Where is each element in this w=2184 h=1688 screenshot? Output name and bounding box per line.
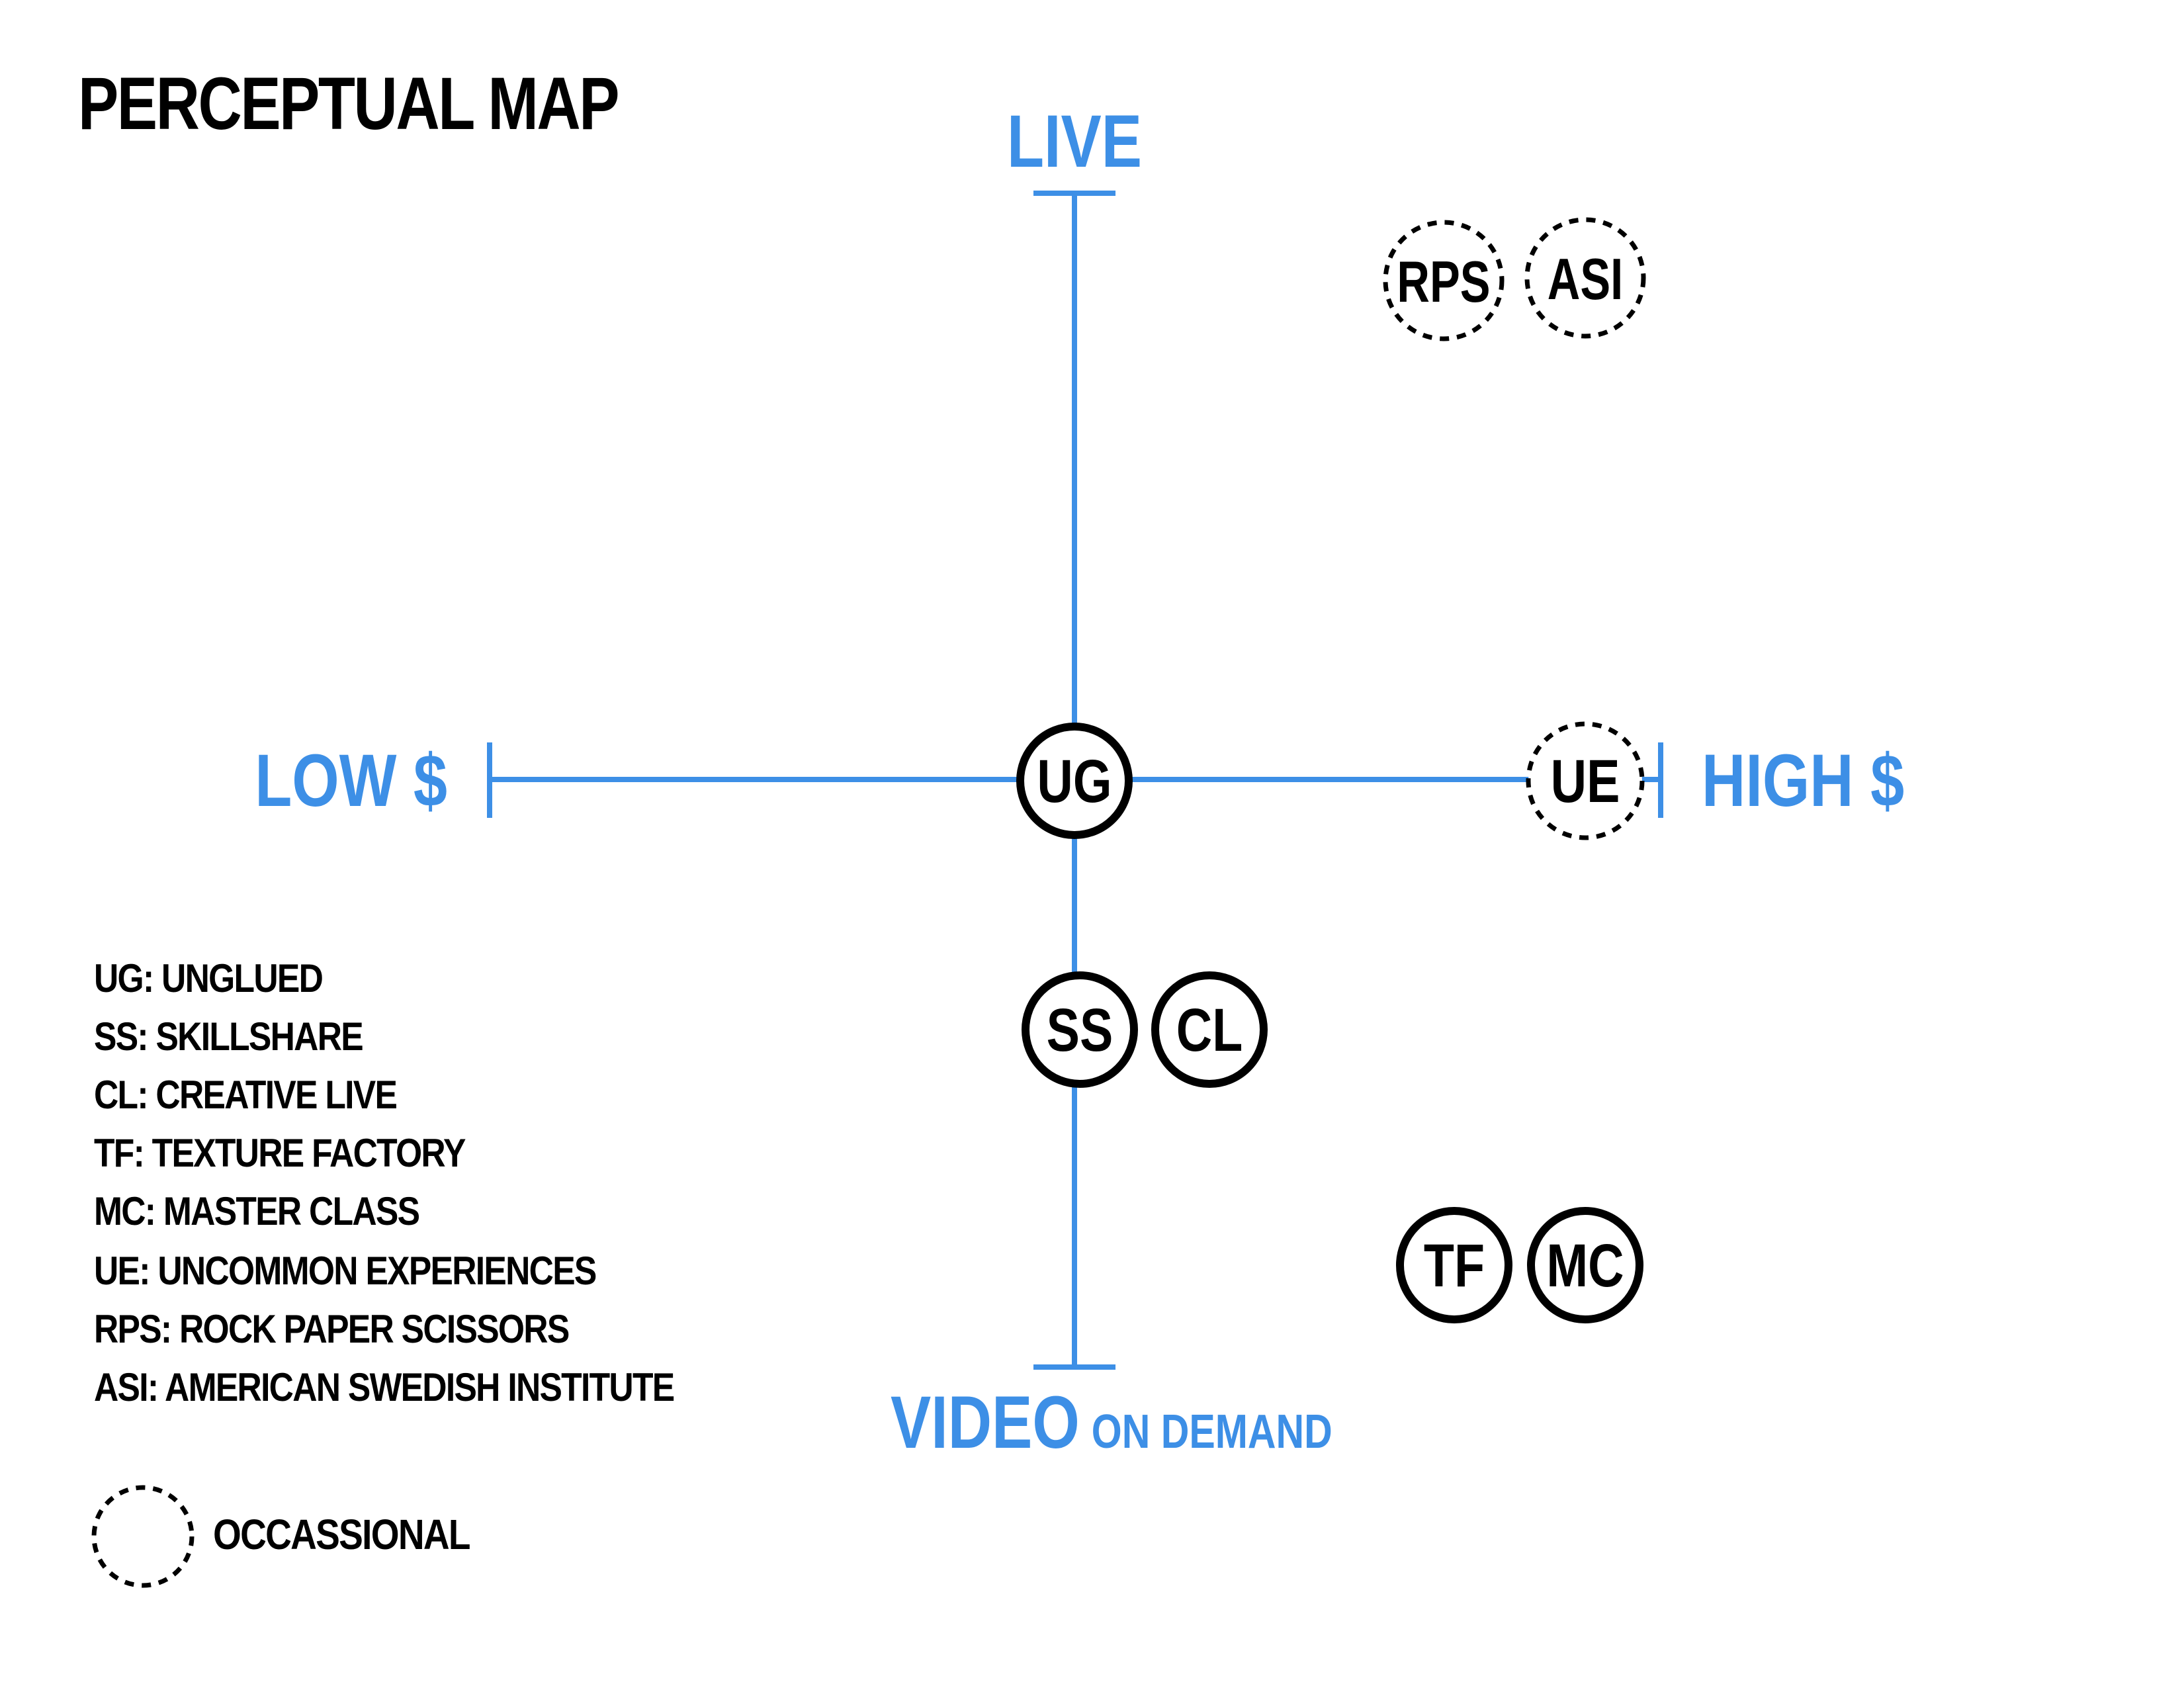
node-mc-circle [1527,1207,1643,1323]
legend-item: CL: CREATIVE LIVE [94,1073,398,1117]
node-asi-circle [1524,217,1646,339]
node-mc-label: MC [1546,1231,1624,1300]
legend-item: SS: SKILLSHARE [94,1014,364,1059]
node-rps-label: RPS [1397,249,1490,314]
legend-item: MC: MASTER CLASS [94,1189,420,1233]
node-ss-circle [1022,971,1138,1088]
node-cl: CL [1151,971,1268,1088]
node-ue: UE [1526,721,1645,840]
node-asi-label: ASI [1548,247,1623,312]
legend-item: UE: UNCOMMON EXPERIENCES [94,1249,597,1293]
legend-item: TF: TEXTURE FACTORY [94,1131,466,1175]
node-ss: SS [1022,971,1138,1088]
axis-label-top: LIVE [1007,99,1142,183]
node-mc: MC [1527,1207,1643,1323]
node-tf-label: TF [1424,1231,1485,1300]
node-ug: UG [1016,723,1133,839]
axis-label-right: HIGH $ [1702,738,1904,822]
node-cl-circle [1151,971,1268,1088]
node-ss-label: SS [1047,996,1114,1064]
node-tf-circle [1396,1207,1512,1323]
legend-item: UG: UNGLUED [94,956,324,1000]
node-rps: RPS [1383,220,1505,341]
axis-label-left: LOW $ [255,738,447,822]
node-ug-circle [1016,723,1133,839]
occasional-label: OCCASSIONAL [213,1511,470,1558]
node-ue-label: UE [1551,747,1620,815]
page-title: PERCEPTUAL MAP [78,62,619,145]
node-cl-label: CL [1176,996,1243,1064]
node-ue-circle [1526,721,1645,840]
axis-label-bottom-sub: ON DEMAND [1092,1404,1332,1458]
node-tf: TF [1396,1207,1512,1323]
legend-item: ASI: AMERICAN SWEDISH INSTITUTE [94,1365,675,1409]
axis-label-bottom-main: VIDEO [891,1380,1080,1464]
legend-item: RPS: ROCK PAPER SCISSORS [94,1307,570,1351]
brand-nodes: UG UE RPS ASI SS CL [1016,217,1646,1323]
occasional-legend-marker [91,1485,195,1588]
node-asi: ASI [1524,217,1646,339]
node-rps-circle [1383,220,1505,341]
node-ug-label: UG [1037,747,1112,815]
